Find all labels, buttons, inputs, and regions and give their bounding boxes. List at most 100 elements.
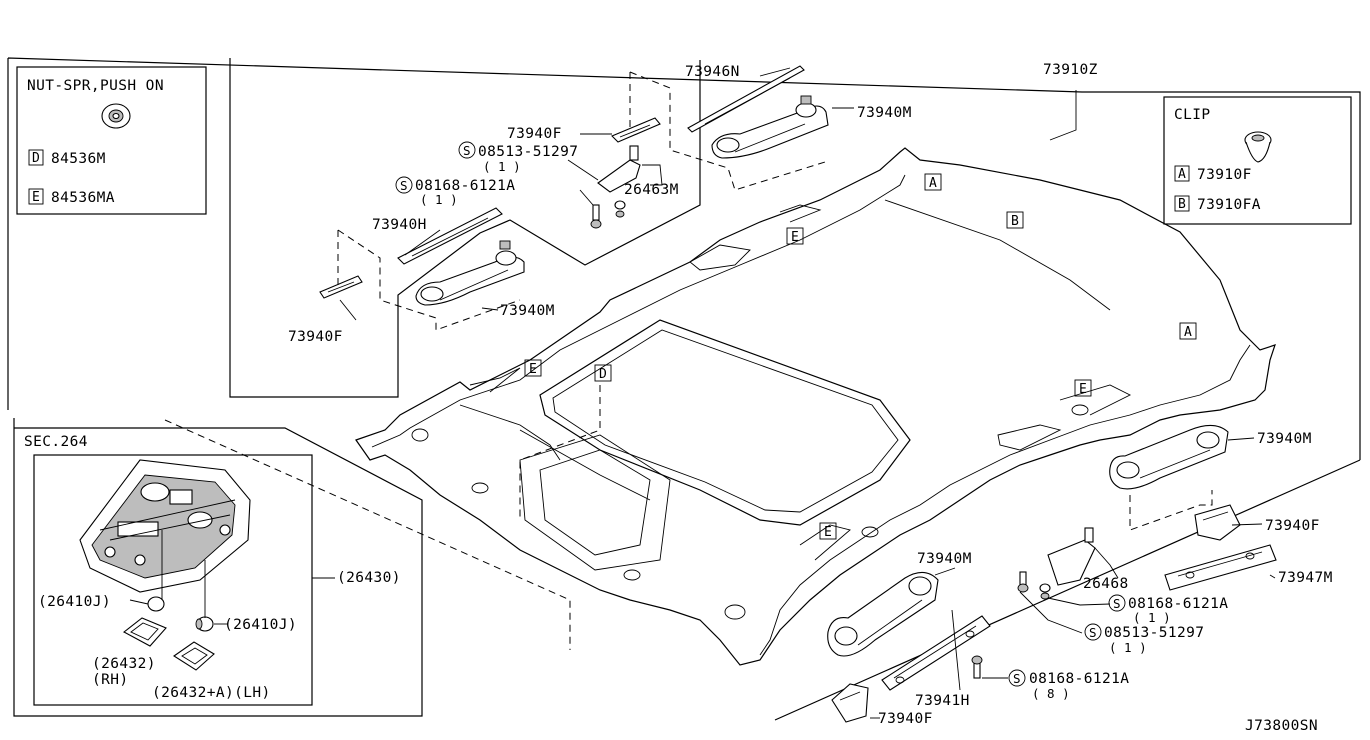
assist-grip-lower bbox=[827, 571, 939, 657]
assist-grip-upper bbox=[711, 95, 829, 159]
marker-e-4: E bbox=[819, 522, 837, 540]
marker-e-1: E bbox=[786, 227, 804, 245]
label-73947m: 73947M bbox=[1278, 570, 1333, 586]
svg-text:S: S bbox=[463, 143, 471, 158]
svg-text:E: E bbox=[791, 230, 799, 245]
label-08513-right: 08513-51297 bbox=[1104, 625, 1204, 641]
bracket-73940f-right bbox=[1194, 504, 1241, 541]
svg-text:S: S bbox=[400, 178, 408, 193]
screw-lower bbox=[971, 655, 983, 679]
screw-right-b bbox=[1039, 583, 1051, 600]
label-08513-upper-qty: ( 1 ) bbox=[483, 159, 521, 174]
legend-clip-box: CLIP A 73910F B 73910FA bbox=[1163, 96, 1352, 225]
legend-part-e: 84536MA bbox=[51, 190, 115, 206]
strap-73940h bbox=[397, 207, 503, 265]
marker-e-2: E bbox=[524, 359, 542, 377]
label-73941h: 73941H bbox=[915, 693, 970, 709]
outer-frame bbox=[7, 57, 1361, 721]
inset-lens-rh-side: (RH) bbox=[92, 672, 129, 688]
legend-nut-box: NUT-SPR,PUSH ON D 84536M E 84536MA bbox=[16, 66, 207, 215]
strap-73947m bbox=[1164, 544, 1277, 591]
legend-part-b: 73910FA bbox=[1197, 197, 1261, 213]
label-08168-upper: 08168-6121A bbox=[415, 178, 515, 194]
label-08513-upper: 08513-51297 bbox=[478, 144, 578, 160]
legend-part-d: 84536M bbox=[51, 151, 106, 167]
map-lamp-assembly bbox=[79, 459, 251, 593]
label-73940m-left: 73940M bbox=[500, 303, 555, 319]
lens-lh bbox=[173, 641, 215, 671]
label-73940f-left: 73940F bbox=[288, 329, 343, 345]
label-08168-lower-qty: ( 8 ) bbox=[1032, 686, 1070, 701]
leader-lines bbox=[164, 67, 1276, 719]
legend-key-d: D bbox=[32, 151, 40, 166]
svg-text:S: S bbox=[1013, 671, 1021, 686]
label-73940m-right: 73940M bbox=[1257, 431, 1312, 447]
bracket-73940f-upper bbox=[611, 117, 661, 143]
label-26463m: 26463M bbox=[624, 182, 679, 198]
assist-grip-left bbox=[415, 240, 525, 306]
legend-key-b: B bbox=[1178, 197, 1186, 212]
legend-clip-title: CLIP bbox=[1174, 107, 1211, 123]
sec-ref-label: SEC.264 bbox=[24, 434, 88, 450]
assist-grip-right bbox=[1109, 424, 1229, 490]
label-08168-right-qty: ( 1 ) bbox=[1133, 610, 1171, 625]
label-08168-upper-qty: ( 1 ) bbox=[420, 192, 458, 207]
label-26430: (26430) bbox=[337, 570, 401, 586]
label-73940m-lower: 73940M bbox=[917, 551, 972, 567]
marker-a-upper: A bbox=[924, 173, 942, 191]
svg-text:B: B bbox=[1011, 214, 1019, 229]
svg-text:A: A bbox=[929, 176, 937, 191]
legend-key-e: E bbox=[32, 190, 40, 205]
inset-lens-lh-label: (26432+A)(LH) bbox=[152, 685, 271, 701]
svg-text:E: E bbox=[1079, 382, 1087, 397]
label-26468: 26468 bbox=[1083, 576, 1129, 592]
left-subframe bbox=[229, 58, 701, 398]
screw-symbol-s: S S S S S bbox=[395, 141, 1126, 687]
label-08513-right-qty: ( 1 ) bbox=[1109, 640, 1147, 655]
svg-text:S: S bbox=[1089, 625, 1097, 640]
label-73940f-right: 73940F bbox=[1265, 518, 1320, 534]
svg-text:S: S bbox=[1113, 596, 1121, 611]
legend-nut-title: NUT-SPR,PUSH ON bbox=[27, 78, 164, 94]
label-73940f-upper: 73940F bbox=[507, 126, 562, 142]
nut-icon bbox=[101, 103, 131, 129]
screw-right-a bbox=[1017, 571, 1029, 593]
diagram-id: J73800SN bbox=[1245, 718, 1318, 734]
svg-text:E: E bbox=[824, 525, 832, 540]
bracket-73940f-lower bbox=[831, 683, 869, 723]
bracket-26463m bbox=[597, 145, 641, 193]
label-73940f-lower: 73940F bbox=[878, 711, 933, 727]
clip-icon bbox=[1244, 131, 1272, 163]
label-73946n: 73946N bbox=[685, 64, 740, 80]
inset-lens-rh-label: (26432) bbox=[92, 656, 156, 672]
bulb-right bbox=[195, 616, 214, 632]
svg-text:E: E bbox=[529, 362, 537, 377]
lens-rh bbox=[122, 617, 167, 647]
inset-bulb-left-label: (26410J) bbox=[38, 594, 111, 610]
marker-b: B bbox=[1006, 211, 1024, 229]
headlining-panel bbox=[355, 147, 1276, 666]
svg-text:D: D bbox=[599, 367, 607, 382]
screw-upper-b bbox=[614, 200, 626, 218]
inset-sec264: SEC.264 bbox=[13, 418, 423, 717]
part-labels: 73910Z 73946N 73940M 73940F 08513-51297 … bbox=[288, 62, 1333, 734]
strap-73941h bbox=[881, 615, 991, 691]
bracket-73940f-left bbox=[319, 275, 363, 299]
marker-e-3: E bbox=[1074, 379, 1092, 397]
inset-bulb-right-label: (26410J) bbox=[224, 617, 297, 633]
label-08168-lower: 08168-6121A bbox=[1029, 671, 1129, 687]
strap-73946n bbox=[687, 65, 805, 133]
legend-key-a: A bbox=[1178, 167, 1186, 182]
svg-text:A: A bbox=[1184, 325, 1192, 340]
label-73940m-upper: 73940M bbox=[857, 105, 912, 121]
legend-part-a: 73910F bbox=[1197, 167, 1252, 183]
screw-upper-a bbox=[590, 204, 602, 229]
bracket-26468 bbox=[1047, 527, 1096, 586]
label-73910z: 73910Z bbox=[1043, 62, 1098, 78]
label-08168-right: 08168-6121A bbox=[1128, 596, 1228, 612]
marker-d: D bbox=[594, 364, 612, 382]
marker-a-lower: A bbox=[1179, 322, 1197, 340]
label-73940h: 73940H bbox=[372, 217, 427, 233]
